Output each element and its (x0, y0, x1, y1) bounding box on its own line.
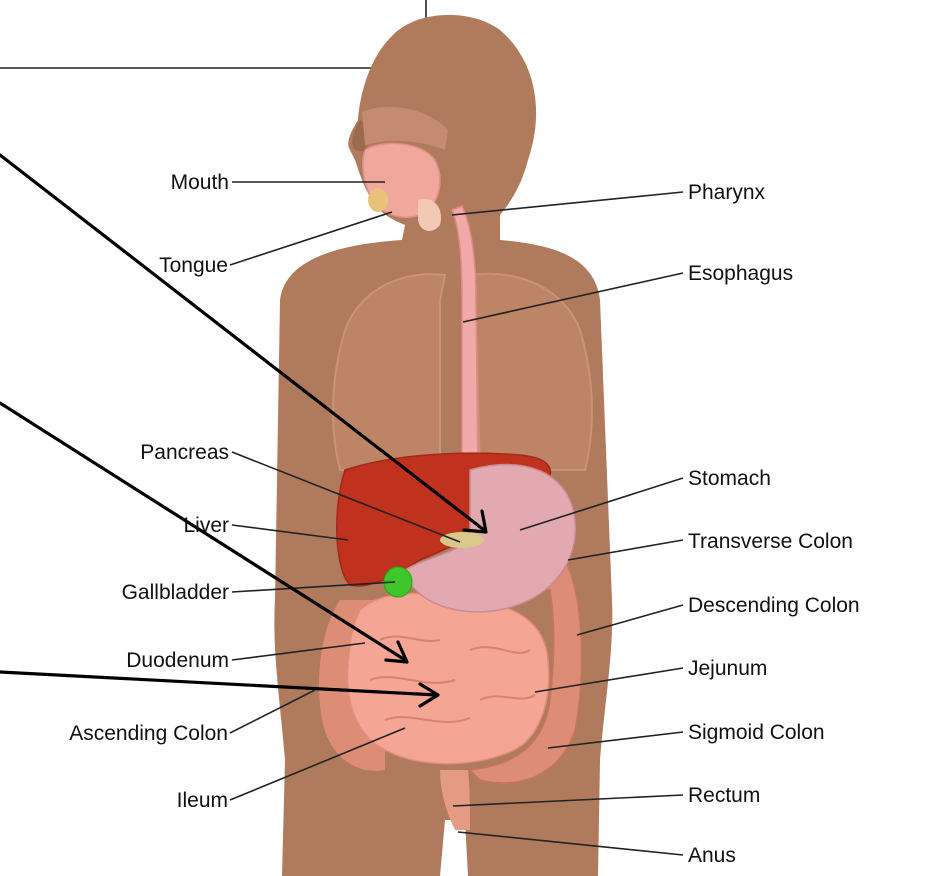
pancreas-organ (440, 532, 484, 548)
label-descending-colon: Descending Colon (688, 594, 860, 617)
small-intestine (347, 593, 548, 763)
label-tongue: Tongue (159, 254, 228, 277)
label-rectum: Rectum (688, 784, 760, 807)
label-jejunum: Jejunum (688, 657, 767, 680)
right-labels: Pharynx Esophagus Stomach Transverse Col… (688, 181, 860, 867)
label-esophagus: Esophagus (688, 262, 793, 285)
left-labels: Mouth Tongue Pancreas Liver Gallbladder … (69, 171, 229, 812)
label-ascending-colon: Ascending Colon (69, 722, 228, 745)
label-liver: Liver (183, 514, 229, 537)
oral-cavity (362, 107, 448, 231)
label-mouth: Mouth (171, 171, 229, 194)
label-pharynx: Pharynx (688, 181, 766, 204)
label-duodenum: Duodenum (126, 649, 229, 672)
label-pancreas: Pancreas (140, 441, 229, 464)
label-stomach: Stomach (688, 467, 771, 490)
label-transverse-colon: Transverse Colon (688, 530, 853, 553)
label-sigmoid-colon: Sigmoid Colon (688, 721, 825, 744)
label-anus: Anus (688, 844, 736, 867)
answer-box-outline (0, 0, 426, 68)
label-gallbladder: Gallbladder (122, 581, 229, 604)
label-ileum: Ileum (177, 789, 228, 812)
